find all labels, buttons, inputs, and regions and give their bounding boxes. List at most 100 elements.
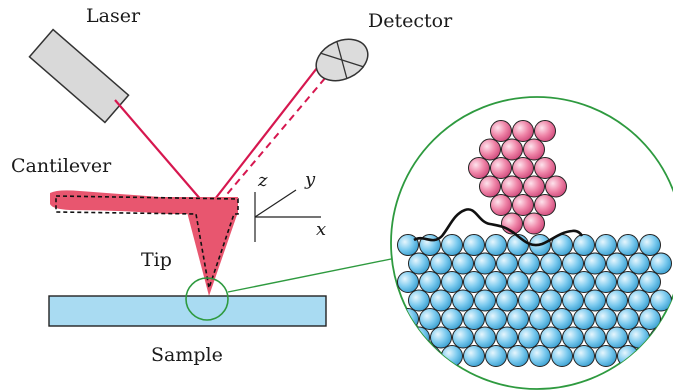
tip-atom [501,138,523,161]
sample-atom [650,326,672,349]
sample-atom [606,326,628,349]
sample-atom [496,252,518,275]
tip-atom [523,138,545,161]
tip-label: Tip [141,249,172,271]
sample-atom [573,345,595,367]
sample-atom [507,308,529,330]
sample-atom [419,308,441,330]
quadrant-photodetector [315,38,369,82]
sample-atom [419,271,441,293]
tip-atom [512,120,534,142]
tip-atom [545,175,567,198]
sample-atom [430,252,452,275]
cantilever-label: Cantilever [11,155,112,177]
sample-atom [441,234,463,256]
sample-atom [430,289,452,312]
sample-atom [562,252,584,275]
sample-atom [518,289,540,312]
sample-atom [452,289,474,312]
sample-atom [584,252,606,275]
sample-atom [441,271,463,293]
sample-atom [639,308,661,330]
sample-label: Sample [151,344,223,366]
sample-atom [617,308,639,330]
tip-atom [479,138,501,161]
sample-atom [584,289,606,312]
sample-atom [540,289,562,312]
axis-y-label: y [304,169,316,190]
tip-atom [490,194,512,216]
sample-atom [595,308,617,330]
sample-atom [650,252,672,275]
tip-atom [534,157,556,179]
sample-atom [606,252,628,275]
tip-atom [490,157,512,179]
sample-atom [518,252,540,275]
sample-atom [474,326,496,349]
sample-atom [573,308,595,330]
sample-atom [463,308,485,330]
zoom-region-marker [185,277,229,321]
tip-atom [534,194,556,216]
tip-atom [479,175,501,198]
sample-atom [474,252,496,275]
deflected-beam-dashed [211,63,338,213]
incident-laser-beam [114,99,209,209]
sample-atom [463,345,485,367]
sample-atom [496,289,518,312]
laser-device [28,28,130,124]
sample-atom [573,271,595,293]
sample-atom [551,345,573,367]
sample-atom [628,252,650,275]
sample-atom [507,271,529,293]
sample-atom [452,252,474,275]
sample-atom [573,234,595,256]
cantilever [50,190,238,214]
sample-atom [628,326,650,349]
sample-atom [485,345,507,367]
sample-atom [617,271,639,293]
sample-atom [617,234,639,256]
axis-z-label: z [257,170,268,191]
axis-x-label: x [316,219,326,240]
sample-atom [463,271,485,293]
sample-atom [584,326,606,349]
sample-atom [518,326,540,349]
sample-atom [463,234,485,256]
afm-tip [187,212,238,296]
tip-atom [490,120,512,142]
sample-atom [496,326,518,349]
sample-atom [595,345,617,367]
tip-atom [523,212,545,235]
sample-atom [419,345,441,367]
sample-atom [529,271,551,293]
sample-atom [408,289,430,312]
sample-atom [529,308,551,330]
sample-atom [452,326,474,349]
sample-atom [551,308,573,330]
sample-atom [441,345,463,367]
sample-atom [606,289,628,312]
sample-atom [639,345,661,367]
sample-atom [529,345,551,367]
atomic-zoom-view [397,120,672,367]
sample-atom [397,345,419,367]
sample-atom [551,271,573,293]
sample-atom [540,252,562,275]
sample-atom [430,326,452,349]
tip-atom [534,120,556,142]
cantilever-outline-dashed [55,195,239,289]
sample-atom [485,234,507,256]
sample-atom [474,289,496,312]
tip-atom [512,157,534,179]
sample-atom [595,234,617,256]
sample-atom [485,271,507,293]
sample-atom [540,326,562,349]
sample-atom [562,326,584,349]
sample-atom [397,234,419,256]
sample-atom [639,271,661,293]
detector-label: Detector [368,10,453,32]
sample-atom [507,345,529,367]
sample-atom [628,289,650,312]
